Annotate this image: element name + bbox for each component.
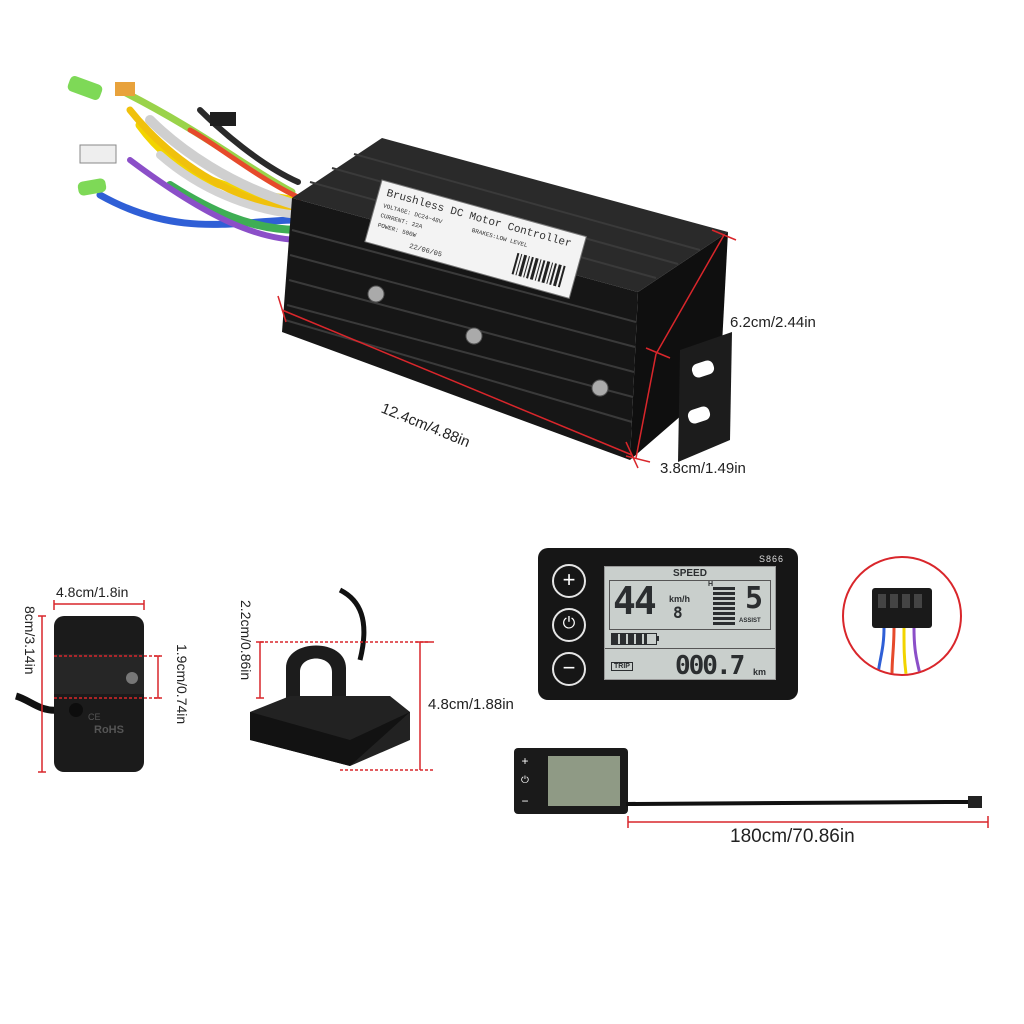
green-connector	[67, 76, 103, 100]
connector-closeup-drawing	[872, 588, 932, 674]
mount-dimension-lines	[256, 641, 434, 771]
small-plus-button[interactable]: +	[521, 754, 529, 768]
screw-icon	[367, 285, 385, 303]
trip-label: TRIP	[611, 662, 633, 671]
rohs-mark: RoHS	[94, 724, 124, 736]
assist-level: 5	[745, 581, 764, 616]
assist-bars	[713, 587, 735, 625]
button-unit-width-label: 4.8cm/1.8in	[56, 584, 129, 600]
mount-base-side	[250, 712, 410, 766]
button-unit: CE RoHS	[10, 600, 200, 790]
small-lcd-screen	[548, 756, 620, 806]
small-minus-button[interactable]: −	[521, 794, 529, 808]
s866-display: S866 + ⏻ − SPEED 44 km/h 8 H 5 ASSIST TR…	[538, 548, 798, 700]
cable-line	[626, 800, 971, 806]
white-connector	[79, 144, 117, 164]
speed-decimal: 8	[673, 603, 683, 622]
motor-controller-drawing: Brushless DC Motor Controller VOLTAGE: D…	[67, 76, 737, 469]
barcode-icon	[511, 252, 566, 288]
mount-ring	[286, 645, 346, 698]
mount-ring-label: 2.2cm/0.86in	[238, 600, 254, 681]
xt-connector	[115, 82, 135, 96]
display-cable	[626, 796, 989, 828]
cable-length-label: 180cm/70.86in	[730, 826, 855, 847]
button-unit-cable	[14, 692, 59, 714]
controller-front-face	[282, 198, 638, 460]
trip-unit: km	[753, 667, 767, 677]
power-button[interactable]: ⏻	[552, 608, 586, 642]
bracket-slot	[691, 360, 715, 378]
button-unit-height-label: 8cm/3.14in	[22, 606, 38, 675]
button-unit-drawing	[14, 600, 162, 773]
speed-unit: km/h	[669, 594, 691, 604]
minus-button[interactable]: −	[552, 652, 586, 686]
lcd-divider	[605, 648, 775, 649]
screw-icon	[465, 327, 483, 345]
button-unit-dimension-lines	[38, 600, 162, 773]
small-display: + ⏻ −	[514, 748, 628, 814]
controller-end-face	[630, 232, 728, 460]
battery-icon	[611, 633, 657, 645]
controller-height-label: 6.2cm/2.44in	[730, 314, 816, 331]
button-unit-clamp-label: 1.9cm/0.74in	[174, 644, 190, 725]
connector-pins	[878, 594, 922, 608]
small-power-button[interactable]: ⏻	[521, 775, 529, 786]
controller-depth-label: 3.8cm/1.49in	[660, 460, 746, 477]
cable-grommet	[69, 703, 83, 717]
handlebar-mount-drawing	[250, 587, 434, 771]
connector-closeup	[842, 556, 962, 676]
handlebar-mount	[230, 580, 440, 780]
ce-mark: CE	[88, 712, 101, 722]
speed-panel	[609, 580, 771, 630]
controller-wires	[96, 86, 305, 243]
mounting-bracket	[678, 332, 732, 462]
cable-dimension-line	[627, 816, 989, 828]
level-marker: H	[708, 581, 714, 588]
mount-height-label: 4.8cm/1.88in	[428, 696, 514, 713]
screw-icon	[591, 379, 609, 397]
plus-button[interactable]: +	[552, 564, 586, 598]
black-connector	[210, 112, 236, 126]
mount-cable	[338, 587, 367, 661]
assist-label: ASSIST	[739, 618, 761, 624]
lcd-screen: SPEED 44 km/h 8 H 5 ASSIST TRIP 000.7 km	[604, 566, 776, 681]
trip-value: 000.7	[675, 651, 745, 681]
battery-tip	[656, 636, 659, 641]
connector-wires	[876, 627, 922, 674]
motor-controller: Brushless DC Motor Controller VOLTAGE: D…	[60, 70, 780, 490]
cable-plug	[968, 796, 982, 808]
green-plug	[77, 178, 107, 196]
display-model: S866	[758, 554, 784, 564]
controller-dimension-lines	[277, 229, 737, 469]
bracket-slot	[687, 406, 711, 424]
speed-label: SPEED	[673, 568, 707, 579]
battery-fill	[612, 634, 648, 644]
screw-icon	[126, 672, 138, 684]
speed-value: 44	[613, 579, 657, 623]
